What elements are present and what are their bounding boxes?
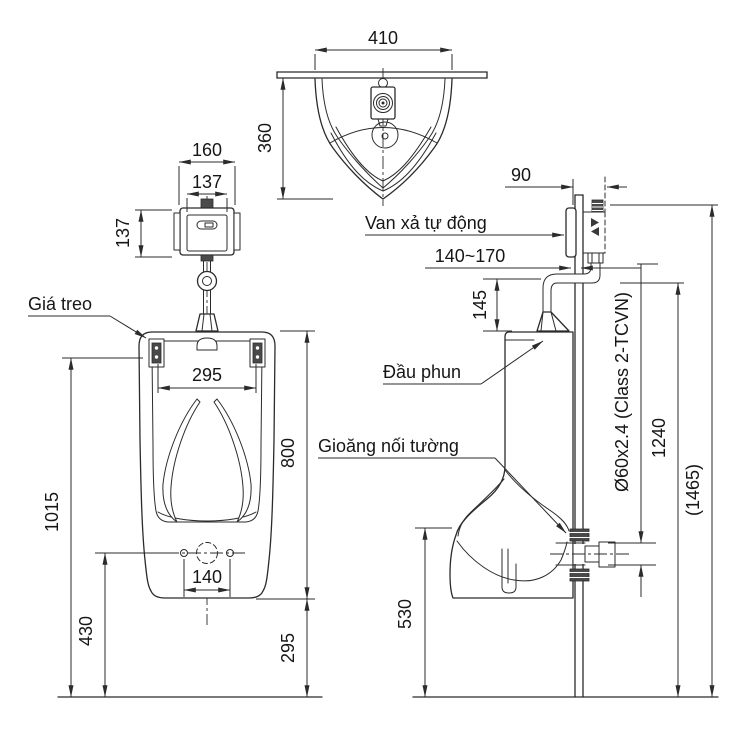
urinal-body-front: [138, 331, 276, 599]
dim-bottom-gap-label: 295: [278, 633, 298, 663]
dim-spud-height: 145: [470, 278, 541, 332]
spreader-port: [196, 337, 218, 351]
spreader-cone-front: [195, 313, 219, 332]
side-view: 90 140~170 145 Van xả tự động Đầu phun G…: [318, 165, 719, 698]
flow-symbol: [591, 218, 599, 227]
label-bracket-text: Giá treo: [28, 294, 92, 314]
dim-outlet-height-label: 1240: [649, 418, 669, 458]
dim-top-width: 410: [314, 28, 453, 70]
bowl-outline-right: [382, 78, 453, 200]
dim-rim-height-label: 530: [395, 599, 415, 629]
dim-valve-width-inner-label: 137: [192, 172, 222, 192]
dim-top-depth-label: 360: [255, 123, 275, 153]
dim-drain-bolts: 140: [183, 559, 231, 597]
hanger-bracket-left: [148, 338, 165, 368]
dim-bracket-span: 295: [157, 364, 257, 393]
dim-valve-depth: 90: [505, 165, 627, 205]
flush-valve-front: 160 137 137: [113, 140, 241, 625]
dim-top-depth: 360: [255, 77, 333, 200]
bowl-contour-right: [213, 398, 252, 523]
dim-outlet-height: 1240: [620, 282, 684, 698]
dim-pipe-spec: Ø60x2.4 (Class 2-TCVN): [608, 263, 658, 597]
valve-cover-plate: [565, 207, 577, 258]
label-spray-head: Đầu phun: [383, 340, 544, 385]
trap-section: [501, 548, 517, 594]
valve-knob: [200, 198, 214, 209]
supply-pipe: [550, 262, 601, 313]
dim-bottom-gap: 295: [278, 598, 310, 698]
dim-pipe-spec-label: Ø60x2.4 (Class 2-TCVN): [612, 292, 632, 492]
pipe-union-nut: [196, 270, 218, 292]
dim-drain-bolts-label: 140: [192, 567, 222, 587]
bowl-outline-left: [314, 78, 384, 200]
urinal-body-side: [449, 331, 574, 599]
dim-bracket-span-label: 295: [192, 365, 222, 385]
label-spray-head-text: Đầu phun: [383, 362, 461, 382]
wall-bolt-bottom: [567, 568, 592, 582]
dim-top-width-label: 410: [368, 28, 398, 48]
label-wall-gasket-text: Gioăng nối tường: [318, 436, 459, 456]
dim-drain-height: 430: [76, 552, 179, 698]
dim-bracket-height-label: 1015: [42, 492, 62, 532]
dim-bracket-height: 1015: [42, 357, 143, 698]
label-bracket: Giá treo: [28, 294, 147, 339]
front-view: 295 140 1015 430 800: [28, 294, 323, 698]
dim-valve-depth-label: 90: [511, 165, 531, 185]
bowl-contour-left: [162, 398, 201, 523]
label-wall-gasket: Gioăng nối tường: [318, 436, 567, 534]
label-flush-valve-text: Van xả tự động: [365, 213, 487, 233]
valve-outlet-stub: [587, 252, 604, 264]
hanger-bracket-right: [249, 338, 266, 368]
dim-rim-height: 530: [395, 527, 452, 698]
dim-valve-width-outer-label: 160: [192, 140, 222, 160]
dim-supply-height-label: (1465): [683, 464, 703, 516]
dim-supply-offset: 140~170: [425, 246, 641, 271]
dim-supply-height: (1465): [610, 204, 718, 698]
dim-supply-offset-label: 140~170: [435, 246, 506, 266]
dim-valve-height: 137: [113, 209, 172, 258]
top-view: 410 360: [255, 28, 488, 206]
dim-valve-width-outer: 160: [178, 140, 236, 205]
valve-inlet-stub: [591, 199, 604, 213]
dim-spud-height-label: 145: [470, 290, 490, 320]
dim-valve-width-inner: 137: [186, 172, 228, 212]
valve-sensor-window: [196, 220, 218, 230]
label-flush-valve: Van xả tự động: [365, 213, 565, 238]
dim-drain-height-label: 430: [76, 616, 96, 646]
wall-bolt-top: [567, 528, 592, 542]
dim-body-height-label: 800: [278, 438, 298, 468]
dim-valve-height-label: 137: [113, 218, 133, 248]
